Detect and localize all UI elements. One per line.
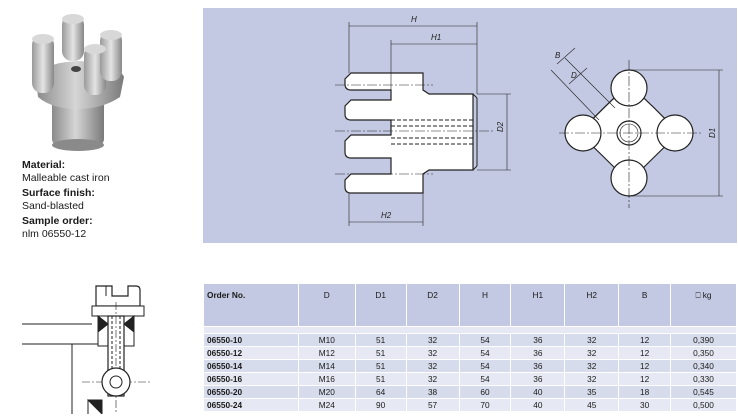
cell-h2: 35	[564, 385, 620, 399]
cell-b: 12	[618, 359, 672, 373]
cell-h2: 32	[564, 333, 620, 347]
cell-h: 70	[458, 398, 512, 412]
cell-h2: 32	[564, 359, 620, 373]
finish-value: Sand-blasted	[22, 199, 84, 212]
cell-h2: 32	[564, 346, 620, 360]
cell-order-no: 06550-20	[203, 385, 299, 399]
order-table: Order No. D D1 D2 H H1 H2 B ⎕ kg 06550-1…	[203, 283, 737, 412]
cell-h1: 40	[510, 398, 566, 412]
cell-b: 18	[618, 385, 672, 399]
cell-h1: 36	[510, 333, 566, 347]
cell-weight: 0,340	[670, 359, 737, 373]
cell-h: 54	[458, 359, 512, 373]
dim-label-d2: D2	[496, 121, 505, 132]
cell-h: 54	[458, 372, 512, 386]
table-row: 06550-12 M12 51 32 54 36 32 12 0,350	[203, 346, 737, 360]
cell-d: M14	[297, 359, 356, 373]
cell-order-no: 06550-12	[203, 346, 299, 360]
product-info: Material: Malleable cast iron Surface fi…	[22, 159, 192, 240]
cell-h1: 36	[510, 359, 566, 373]
cell-d1: 51	[354, 372, 407, 386]
table-row: 06550-14 M14 51 32 54 36 32 12 0,340	[203, 359, 737, 373]
sample-order-label: Sample order:	[22, 215, 93, 227]
header-order-no: Order No.	[203, 283, 299, 327]
cell-h1: 36	[510, 346, 566, 360]
cell-order-no: 06550-14	[203, 359, 299, 373]
cell-d2: 32	[405, 359, 460, 373]
cell-weight: 0,350	[670, 346, 737, 360]
table-row: 06550-10 M10 51 32 54 36 32 12 0,390	[203, 333, 737, 347]
header-b: B	[618, 283, 672, 327]
header-h: H	[458, 283, 512, 327]
cell-d: M12	[297, 346, 356, 360]
cell-h: 54	[458, 333, 512, 347]
cell-h: 54	[458, 346, 512, 360]
cell-h2: 45	[564, 398, 620, 412]
table-row: 06550-20 M20 64 38 60 40 35 18 0,545	[203, 385, 737, 399]
cell-d2: 32	[405, 333, 460, 347]
table-spacer-row	[203, 326, 737, 334]
cell-h1: 40	[510, 385, 566, 399]
table-row: 06550-24 M24 90 57 70 40 45 30 0,500	[203, 398, 737, 412]
table-row: 06550-16 M16 51 32 54 36 32 12 0,330	[203, 372, 737, 386]
cell-order-no: 06550-16	[203, 372, 299, 386]
cell-d: M20	[297, 385, 356, 399]
header-h2: H2	[564, 283, 620, 327]
cell-d2: 38	[405, 385, 460, 399]
header-d1: D1	[354, 283, 407, 327]
cell-d1: 51	[354, 333, 407, 347]
dim-label-h1: H1	[431, 33, 441, 42]
product-photo	[32, 14, 124, 151]
material-label: Material:	[22, 159, 66, 171]
cell-weight: 0,330	[670, 372, 737, 386]
dim-label-h: H	[411, 15, 417, 24]
cell-order-no: 06550-24	[203, 398, 299, 412]
cell-d1: 51	[354, 359, 407, 373]
dim-label-h2: H2	[381, 211, 392, 220]
header-d: D	[297, 283, 356, 327]
dim-label-d1: D1	[708, 128, 717, 138]
dim-label-b: B	[555, 51, 561, 60]
cell-h1: 36	[510, 372, 566, 386]
cell-weight: 0,500	[670, 398, 737, 412]
dim-label-d: D	[571, 71, 577, 80]
header-weight: ⎕ kg	[670, 283, 737, 327]
cell-weight: 0,545	[670, 385, 737, 399]
technical-drawing: H H1 H2 D2 D1 B D	[335, 15, 723, 226]
material-value: Malleable cast iron	[22, 171, 110, 184]
cell-order-no: 06550-10	[203, 333, 299, 347]
application-sketch	[22, 285, 152, 414]
header-d2: D2	[405, 283, 460, 327]
drawing-panel: H H1 H2 D2 D1 B D	[203, 8, 737, 243]
cell-d2: 32	[405, 346, 460, 360]
cell-b: 12	[618, 346, 672, 360]
sample-order-value: nlm 06550-12	[22, 227, 87, 240]
cell-d2: 57	[405, 398, 460, 412]
cell-d2: 32	[405, 372, 460, 386]
cell-b: 12	[618, 372, 672, 386]
cell-d1: 64	[354, 385, 407, 399]
cell-h: 60	[458, 385, 512, 399]
cell-h2: 32	[564, 372, 620, 386]
cell-weight: 0,390	[670, 333, 737, 347]
cell-d: M10	[297, 333, 356, 347]
header-h1: H1	[510, 283, 566, 327]
cell-d: M16	[297, 372, 356, 386]
cell-d: M24	[297, 398, 356, 412]
finish-label: Surface finish:	[22, 187, 95, 199]
cell-b: 12	[618, 333, 672, 347]
cell-d1: 90	[354, 398, 407, 412]
table-header-row: Order No. D D1 D2 H H1 H2 B ⎕ kg	[203, 283, 737, 327]
cell-b: 30	[618, 398, 672, 412]
cell-d1: 51	[354, 346, 407, 360]
